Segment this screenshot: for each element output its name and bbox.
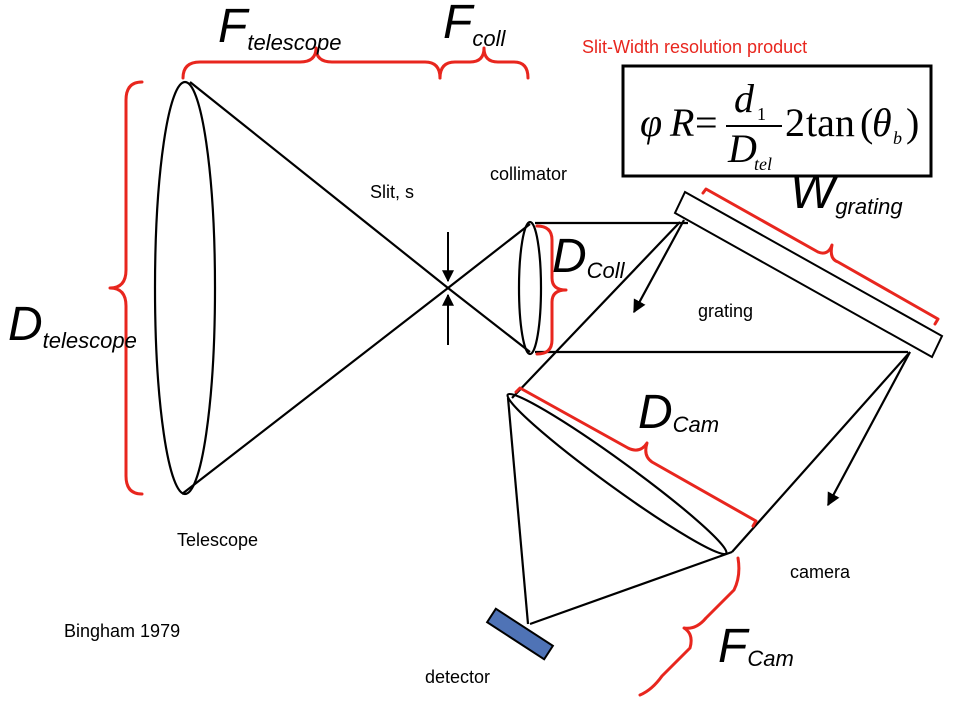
citation-label: Bingham 1979 — [64, 621, 180, 641]
formula-box — [621, 64, 933, 178]
formula-denominator: D — [727, 126, 757, 171]
d-coll-brace — [535, 224, 568, 356]
slit-label: Slit, s — [370, 182, 414, 202]
collimator-label: collimator — [490, 164, 567, 184]
d-telescope-sub: telescope — [43, 328, 137, 353]
w-grating-brace — [701, 187, 940, 326]
formula-func: tan — [806, 100, 855, 145]
d-coll-base: D — [552, 230, 587, 283]
d-cam-base: D — [638, 386, 673, 439]
telescope-lens — [153, 80, 217, 496]
f-cam-base: F — [718, 620, 750, 673]
f-coll-base: F — [443, 0, 475, 49]
formula-theta: θ — [872, 100, 892, 145]
formula-numerator: d — [734, 76, 755, 121]
formula-title: Slit-Width resolution product — [582, 37, 807, 57]
telescope-ray-bottom — [181, 287, 449, 495]
telescope-label: Telescope — [177, 530, 258, 550]
formula-factor: 2 — [785, 100, 805, 145]
grating-normal-arrow-1 — [633, 219, 685, 314]
collimator-lens — [517, 220, 543, 356]
d-coll-sub: Coll — [587, 258, 626, 283]
diffracted-beam-top — [511, 221, 681, 399]
w-grating-sub: grating — [835, 194, 903, 219]
collimator-ray-top — [447, 223, 531, 289]
formula-close-paren: ) — [906, 100, 919, 145]
f-coll-brace — [438, 46, 530, 80]
d-cam-brace — [514, 386, 758, 528]
telescope-ray-top — [189, 81, 449, 289]
formula-phi: φ — [640, 100, 662, 145]
formula-equals: = — [695, 100, 718, 145]
f-telescope-brace — [181, 46, 442, 80]
formula-theta-sub: b — [893, 128, 902, 148]
camera-label: camera — [790, 562, 851, 582]
camera-ray-bottom — [529, 550, 733, 626]
f-cam-brace — [638, 556, 741, 697]
f-cam-label: FCam — [718, 620, 794, 673]
collimator-ray-bottom — [447, 287, 531, 353]
detector — [485, 607, 555, 661]
d-cam-label: DCam — [638, 386, 719, 439]
grating-label: grating — [698, 301, 753, 321]
formula-denominator-sub: tel — [754, 154, 772, 174]
camera-ray-top — [506, 397, 530, 625]
f-telescope-label: Ftelescope — [218, 0, 342, 55]
d-telescope-label: Dtelescope — [8, 298, 137, 353]
f-cam-sub: Cam — [747, 646, 793, 671]
d-cam-sub: Cam — [673, 412, 719, 437]
diffracted-beam-bottom — [731, 351, 911, 553]
grating — [673, 190, 944, 359]
d-coll-label: DColl — [552, 230, 626, 283]
grating-normal-arrow-2 — [827, 351, 911, 507]
f-telescope-sub: telescope — [247, 30, 341, 55]
f-coll-label: Fcoll — [443, 0, 506, 51]
d-telescope-base: D — [8, 298, 43, 351]
slit-width-formula: φ R = d 1 D tel 2 tan ( θ b ) — [640, 76, 919, 174]
formula-open-paren: ( — [860, 100, 873, 145]
f-telescope-base: F — [218, 0, 250, 53]
d-telescope-brace — [108, 80, 144, 496]
formula-numerator-sub: 1 — [757, 104, 766, 124]
formula-r: R — [669, 100, 694, 145]
f-coll-sub: coll — [472, 26, 506, 51]
detector-label: detector — [425, 667, 490, 687]
